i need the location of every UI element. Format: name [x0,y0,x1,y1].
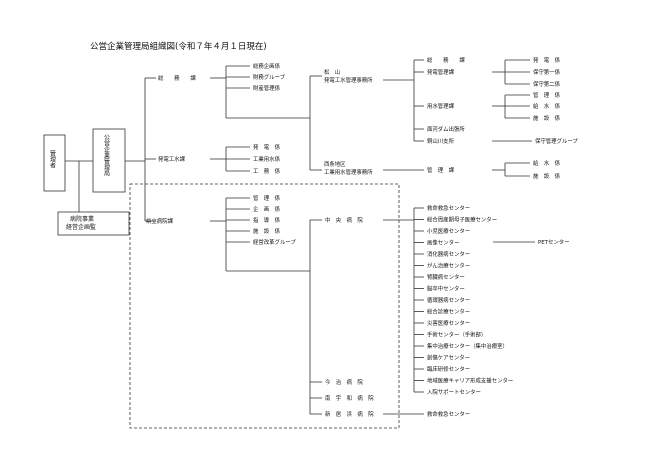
central-center-label: 総合周産期母子医療センター [427,216,497,224]
central-center-label: 臨床研修センター [427,365,470,373]
hatsuden-unit: 保守第二係 [533,80,561,88]
hospital-office-box [57,211,130,236]
division-power: 発電工水課 [158,155,186,163]
matsuyama-section: 総 務 課 [427,56,465,64]
saijo-unit: 給 水 係 [533,159,561,167]
doyamagawa-unit: 保守管理グループ [535,137,578,145]
central-center-label: 消化器病センター [427,250,470,258]
hospital-name: 南 宇 和 病 院 [325,394,374,402]
pet-center: PETセンター [538,238,570,246]
central-center-label: 集中治療センター（集中治療室） [427,342,508,350]
central-center-label: 総合診療センター [427,308,470,316]
central-center-label: 創傷ケアセンター [427,354,470,362]
hospital-office-label-1: 病院事業 [70,215,94,223]
yousui-unit: 給 水 係 [533,102,561,110]
hospital-unit: 指 導 係 [253,216,281,224]
yousui-unit: 施 設 係 [533,114,561,122]
hatsuden-unit: 保守第一係 [533,68,561,76]
hospital-unit: 企 画 係 [253,205,281,213]
power-unit: 工業用水係 [253,155,281,163]
hospital-name: 新 居 浜 病 院 [325,410,374,418]
central-center-label: 手術センター（手術部） [427,331,486,339]
hospital-office-label-2: 経営企画監 [66,223,96,231]
central-center-label: 循環器病センター [427,296,470,304]
central-center-label: 地域医療キャリア形成支援センター [427,377,513,385]
bureau-label: 公営企業管理局 [103,134,110,177]
central-center-label: 脳卒中センター [427,285,465,293]
central-center-label: 小児医療センター [427,227,470,235]
power-unit: 工 務 係 [253,167,281,175]
hospital-unit: 管 理 係 [253,194,281,202]
matsuyama-section: 発電管理課 [427,68,455,76]
division-general: 総 務 課 [158,74,196,82]
hospital-name: 今 治 病 院 [325,378,363,386]
central-center-label: 画像センター [427,239,459,247]
central-center-label: がん治療センター [427,262,470,270]
general-unit: 財産管理係 [253,84,281,92]
hatsuden-unit: 発 電 係 [533,56,561,64]
central-center-label: 腎臓病センター [427,273,465,281]
bureau-box [92,128,126,193]
niihama-center: 救命救急センター [427,410,470,418]
saijo-unit: 施 設 係 [533,172,561,180]
central-center-label: 災害医療センター [427,319,470,327]
general-unit: 財務グループ [253,73,286,81]
hospital-unit: 経営改革グループ [253,238,296,246]
central-center-label: 入院サポートセンター [427,388,481,396]
saijo-office-line2: 工業用水管理事務所 [324,168,373,176]
manager-label: 管理者 [49,149,56,169]
matsuyama-office-line1: 松 山 [324,68,340,76]
matsuyama-section: 用水管理課 [427,102,455,110]
division-hospital: 県立病院課 [146,217,174,225]
hospital-division-frame [129,183,400,429]
matsuyama-office-line2: 発電工水管理事務所 [324,76,373,84]
hospital-unit: 施 設 係 [253,227,281,235]
saijo-office-line1: 西条地区 [324,160,346,168]
manager-box [43,134,66,192]
chart-title: 公営企業管理局組織図(令和７年４月１日現在) [90,42,267,52]
power-unit: 発 電 係 [253,143,281,151]
matsuyama-section: 面河ダム出張所 [427,125,465,133]
matsuyama-section: 銅山川支所 [427,137,455,145]
central-center-label: 救命救急センター [427,204,470,212]
general-unit: 総務企画係 [253,62,281,70]
central-hospital: 中 央 病 院 [325,216,363,224]
saijo-section: 管 理 課 [427,166,455,174]
yousui-unit: 管 理 係 [533,91,561,99]
